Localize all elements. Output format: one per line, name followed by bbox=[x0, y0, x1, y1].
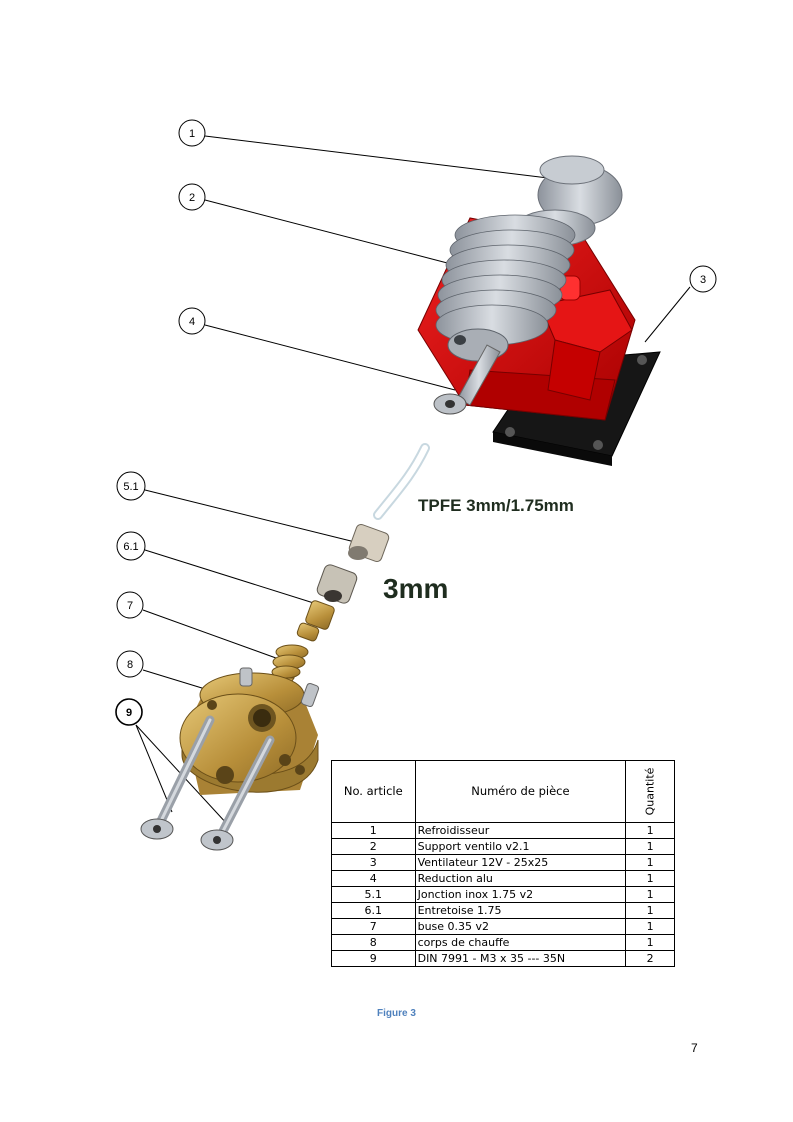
svg-text:4: 4 bbox=[189, 316, 195, 328]
part-name-cell: Entretoise 1.75 bbox=[414, 902, 627, 919]
balloon-4: 4 bbox=[178, 307, 206, 335]
item-no-cell: 9 bbox=[331, 950, 416, 967]
junction-part bbox=[348, 523, 390, 563]
svg-text:1: 1 bbox=[189, 128, 195, 140]
part-name-cell: Refroidisseur bbox=[414, 822, 627, 839]
item-no-cell: 8 bbox=[331, 934, 416, 951]
item-no-cell: 2 bbox=[331, 838, 416, 855]
balloon-1: 1 bbox=[178, 119, 206, 147]
part-name-cell: buse 0.35 v2 bbox=[414, 918, 627, 935]
quantity-cell: 1 bbox=[625, 902, 675, 919]
balloon-9: 9 bbox=[115, 698, 143, 726]
item-no-cell: 7 bbox=[331, 918, 416, 935]
part-name-cell: Ventilateur 12V - 25x25 bbox=[414, 854, 627, 871]
reduction-part bbox=[433, 344, 501, 415]
heatsink-part bbox=[435, 155, 623, 362]
quantity-cell: 1 bbox=[625, 822, 675, 839]
part-name-cell: Support ventilo v2.1 bbox=[414, 838, 627, 855]
screw-1 bbox=[140, 715, 215, 840]
quantity-cell: 1 bbox=[625, 934, 675, 951]
item-no-cell: 3 bbox=[331, 854, 416, 871]
svg-text:9: 9 bbox=[126, 707, 132, 719]
bom-header-row: No. article Numéro de pièce Quantité bbox=[331, 760, 675, 823]
svg-text:5.1: 5.1 bbox=[123, 481, 138, 493]
balloon-5-1: 5.1 bbox=[116, 471, 146, 501]
svg-text:3: 3 bbox=[700, 274, 706, 286]
header-item-no: No. article bbox=[331, 760, 416, 823]
balloon-7: 7 bbox=[116, 591, 144, 619]
balloon-3: 3 bbox=[689, 265, 717, 293]
item-no-cell: 5.1 bbox=[331, 886, 416, 903]
balloon-8: 8 bbox=[116, 650, 144, 678]
part-name-cell: DIN 7991 - M3 x 35 --- 35N bbox=[414, 950, 627, 967]
svg-text:7: 7 bbox=[127, 600, 133, 612]
balloon-2: 2 bbox=[178, 183, 206, 211]
header-part-no: Numéro de pièce bbox=[414, 760, 627, 823]
quantity-cell: 1 bbox=[625, 854, 675, 871]
svg-text:2: 2 bbox=[189, 192, 195, 204]
quantity-cell: 1 bbox=[625, 870, 675, 887]
quantity-cell: 1 bbox=[625, 886, 675, 903]
quantity-cell: 1 bbox=[625, 918, 675, 935]
balloon-6-1: 6.1 bbox=[116, 531, 146, 561]
page-number: 7 bbox=[691, 1041, 698, 1055]
part-name-cell: Reduction alu bbox=[414, 870, 627, 887]
quantity-cell: 2 bbox=[625, 950, 675, 967]
spacer-part bbox=[316, 564, 358, 604]
figure-caption: Figure 3 bbox=[377, 1008, 416, 1019]
screw-2 bbox=[200, 735, 275, 851]
part-name-cell: corps de chauffe bbox=[414, 934, 627, 951]
item-no-cell: 4 bbox=[331, 870, 416, 887]
header-quantity: Quantité bbox=[625, 760, 675, 823]
screws-part bbox=[140, 715, 275, 851]
item-no-cell: 6.1 bbox=[331, 902, 416, 919]
quantity-cell: 1 bbox=[625, 838, 675, 855]
svg-text:6.1: 6.1 bbox=[123, 541, 138, 553]
ptfe-tube-label: TPFE 3mm/1.75mm bbox=[418, 496, 574, 515]
diameter-label: 3mm bbox=[383, 573, 448, 604]
item-no-cell: 1 bbox=[331, 822, 416, 839]
svg-text:8: 8 bbox=[127, 659, 133, 671]
leader-lines bbox=[135, 135, 691, 826]
part-name-cell: Jonction inox 1.75 v2 bbox=[414, 886, 627, 903]
